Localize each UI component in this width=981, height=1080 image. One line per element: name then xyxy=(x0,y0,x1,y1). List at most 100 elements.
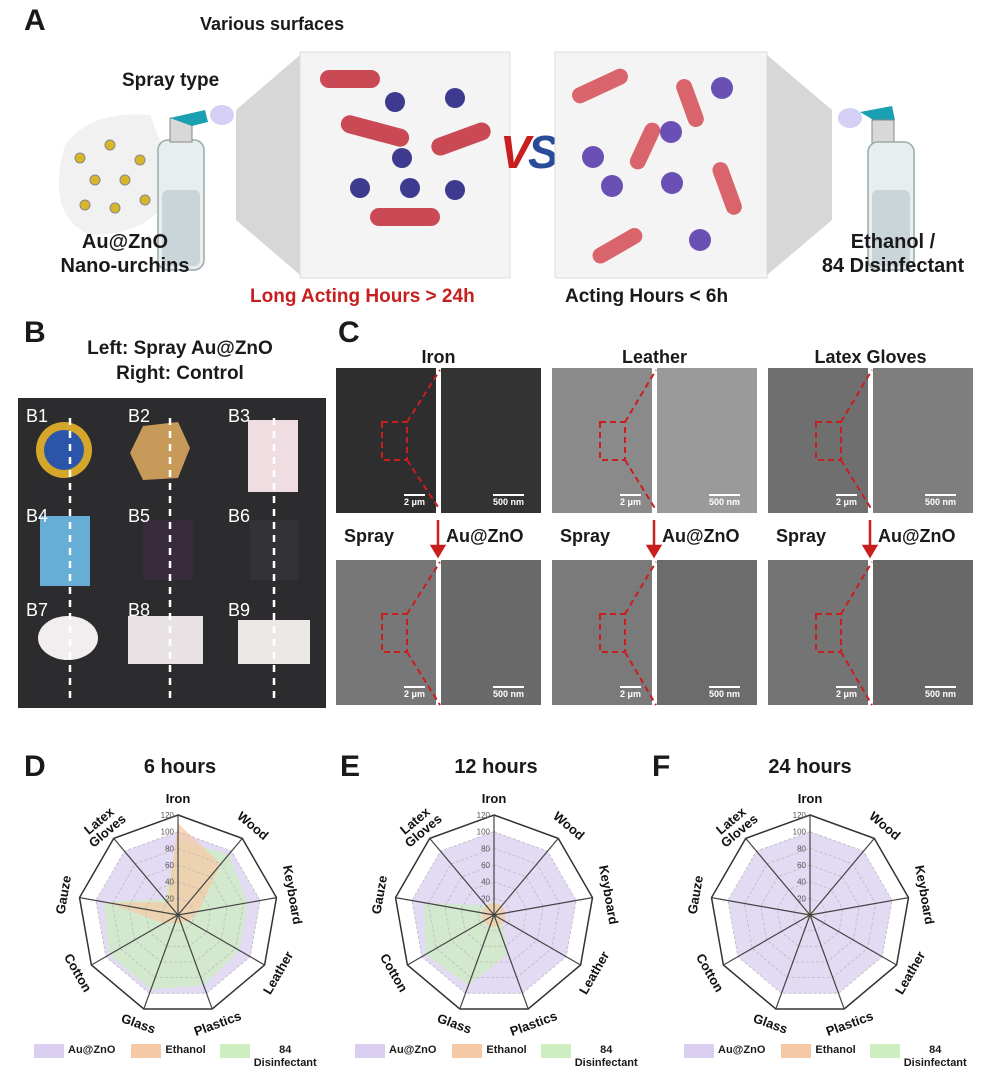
zoom-box xyxy=(381,421,408,461)
axis-label-text: Glass xyxy=(119,1010,157,1036)
tick-label: 120 xyxy=(477,811,491,820)
grid-ring xyxy=(427,847,561,979)
bacteria-live-icons xyxy=(572,68,742,264)
sem-leather-sprayed-high: 500 nm xyxy=(657,560,757,705)
material-label-latex-gloves: Latex Gloves xyxy=(814,347,927,367)
auzno-caption: Au@ZnO Nano-urchins xyxy=(50,230,200,278)
panel-letter-c: C xyxy=(338,316,360,349)
axis-label-gauze: Gauze xyxy=(369,874,391,915)
axis-label-text: Keyboard xyxy=(280,864,305,926)
axis-spoke xyxy=(493,838,559,916)
axis-label-plastics: Plastics xyxy=(192,1008,243,1039)
short-acting-label: Acting Hours < 6h xyxy=(565,286,729,307)
axis-label-glass: Glass xyxy=(751,1010,789,1036)
axis-spoke xyxy=(459,914,495,1010)
scale-bar: 2 μm xyxy=(836,686,858,699)
scale-bar: 500 nm xyxy=(493,686,525,699)
material-label-iron: Iron xyxy=(421,347,456,367)
legend-swatch-ethanol xyxy=(131,1044,162,1058)
zoom-box xyxy=(815,613,842,653)
axis-label-iron: Iron xyxy=(482,791,507,806)
axis-spoke xyxy=(91,914,179,966)
sample-label: B1 xyxy=(26,406,49,426)
axis-spoke xyxy=(177,914,265,966)
grid-ring xyxy=(95,831,261,994)
auzno-label-iron: Au@ZnO xyxy=(446,526,524,546)
long-acting-label: Long Acting Hours > 24h xyxy=(250,286,475,307)
axis-spoke xyxy=(711,897,811,916)
sample-label: B6 xyxy=(228,506,251,526)
scale-bar: 2 μm xyxy=(404,494,426,507)
axis-label-text: Keyboard xyxy=(596,864,621,926)
axis-label-leather: Leather xyxy=(576,949,612,997)
axis-label-plastics: Plastics xyxy=(824,1008,875,1039)
axis-label-text: Leather xyxy=(892,949,928,997)
sample-label: B7 xyxy=(26,600,49,620)
axis-spoke xyxy=(395,897,495,916)
sem-latex-sprayed-low: 2 μm xyxy=(768,560,868,705)
urchin-icons xyxy=(74,139,151,214)
grid-ring xyxy=(444,864,544,963)
tick-label: 100 xyxy=(477,828,491,837)
grid-ring xyxy=(727,831,893,994)
auzno-caption-line1: Au@ZnO xyxy=(81,231,169,253)
chart-title-12h: 12 hours xyxy=(454,756,538,778)
axis-label-iron: Iron xyxy=(166,791,191,806)
axis-label-keyboard: Keyboard xyxy=(596,864,621,926)
grid-ring xyxy=(460,881,528,947)
sample-label: B8 xyxy=(128,600,151,620)
bacteria-killed-icons xyxy=(320,70,491,226)
axis-label-plastics: Plastics xyxy=(508,1008,559,1039)
axis-label-text: Glass xyxy=(435,1010,473,1036)
axis-spoke xyxy=(177,897,277,916)
axis-label-text: Gauze xyxy=(685,874,707,915)
panel-letter-e: E xyxy=(340,750,361,783)
axis-label-text: Iron xyxy=(166,791,191,806)
auzno-label-latex: Au@ZnO xyxy=(878,526,956,546)
axis-label-text: Gauze xyxy=(369,874,391,915)
sample-label: B5 xyxy=(128,506,151,526)
panel-letter-a: A xyxy=(24,4,46,37)
axis-spoke xyxy=(407,914,495,966)
legend-label-ethanol: Ethanol xyxy=(815,1044,856,1056)
axis-spoke xyxy=(143,914,179,1010)
axis-label-text: Keyboard xyxy=(912,864,937,926)
scale-bar: 500 nm xyxy=(925,494,957,507)
projection-cone-right xyxy=(767,55,832,275)
sem-leather-sprayed-low: 2 μm xyxy=(552,560,652,705)
axis-spoke xyxy=(177,838,243,916)
sem-iron-low: 2 μm xyxy=(336,368,436,513)
spray-label-latex: Spray xyxy=(776,526,827,546)
grid-ring xyxy=(760,864,860,963)
tick-label: 80 xyxy=(481,844,490,853)
tick-label: 40 xyxy=(165,878,174,887)
grid-ring xyxy=(394,814,594,1010)
panel-b-caption: Left: Spray Au@ZnO Right: Control xyxy=(40,336,320,386)
tick-label: 20 xyxy=(165,894,174,903)
axis-spoke xyxy=(429,838,495,916)
legend-swatch-disinfectant xyxy=(219,1044,250,1058)
axis-label-keyboard: Keyboard xyxy=(280,864,305,926)
tick-label: 20 xyxy=(797,894,806,903)
sample-label: B2 xyxy=(128,406,151,426)
legend-label-ethanol: Ethanol xyxy=(486,1044,527,1056)
sem-latex-high: 500 nm xyxy=(873,368,973,513)
axis-label-leather: Leather xyxy=(260,949,296,997)
axis-spoke xyxy=(113,838,179,916)
scale-bar: 500 nm xyxy=(493,494,525,507)
axis-label-text: Glass xyxy=(751,1010,789,1036)
legend-swatch-auzno xyxy=(684,1044,714,1058)
axis-label-gauze: Gauze xyxy=(53,874,75,915)
scale-bar: 2 μm xyxy=(404,686,426,699)
axis-spoke xyxy=(809,914,897,966)
radar-chart-12h: 20406080100120IronWoodKeyboardLeatherPla… xyxy=(369,791,622,1039)
sample-photo-drawing xyxy=(36,418,310,698)
sem-latex-low: 2 μm xyxy=(768,368,868,513)
axis-spoke xyxy=(723,914,811,966)
grid-ring xyxy=(128,864,228,963)
radar-chart-24h: 20406080100120IronWoodKeyboardLeatherPla… xyxy=(685,791,938,1039)
